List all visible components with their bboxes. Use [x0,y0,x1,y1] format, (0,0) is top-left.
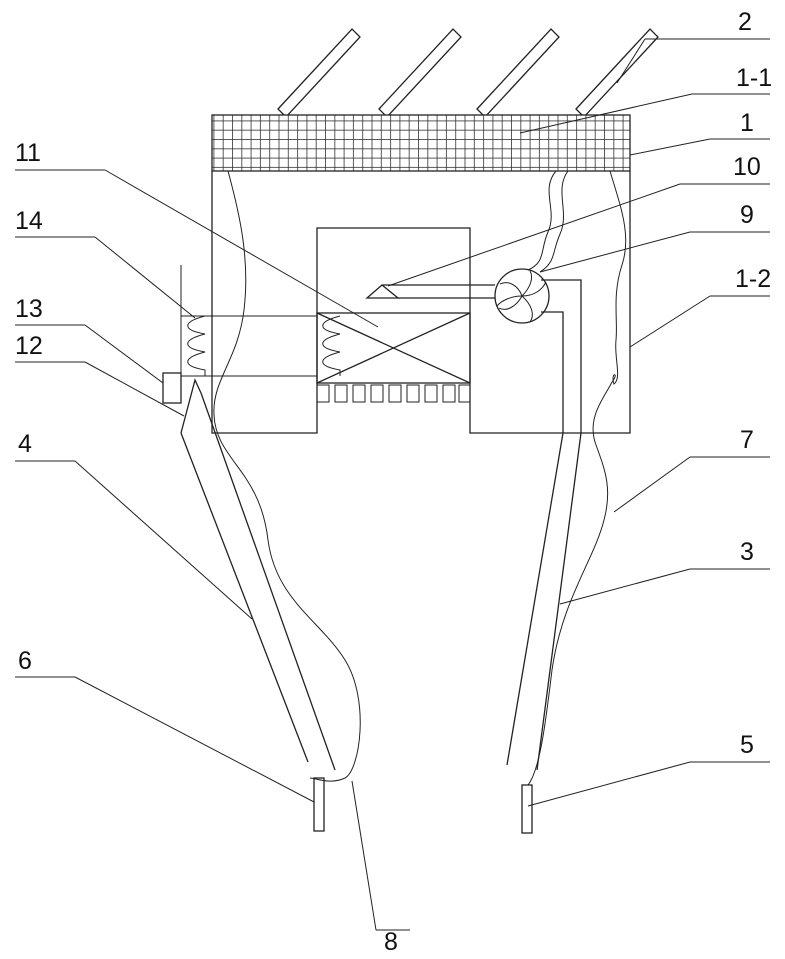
label-3: 3 [740,538,754,566]
solar-panel [379,29,461,117]
fan-return-pipe [541,312,563,433]
tube-row [317,385,470,402]
inflatable-membrane-left [214,171,360,781]
label-9: 9 [740,201,754,229]
label-10: 10 [733,153,761,181]
label-5: 5 [740,731,754,759]
label-1-1: 1-1 [736,64,772,92]
label-7: 7 [740,426,754,454]
left-leg [181,380,335,770]
label-13: 13 [15,295,43,323]
solar-panel [477,29,559,117]
label-1-2: 1-2 [735,265,771,293]
label-11: 11 [15,139,41,167]
fan-outlet-pipe [541,280,581,433]
label-8: 8 [384,928,398,956]
control-box [163,373,181,403]
heat-exchanger [317,313,470,402]
solar-panel [576,29,658,117]
inflatable-membrane-right [528,171,626,785]
ground-stake-right [522,785,532,833]
wavy-tube-left [528,171,556,270]
solar-panels [278,29,658,117]
outlet-nozzle [367,285,495,298]
ground-stake-left [314,778,324,831]
spring-coil-left [188,316,205,376]
label-12: 12 [15,332,43,360]
pressure-chamber [181,265,340,398]
label-1: 1 [740,109,754,137]
label-6: 6 [18,647,32,675]
main-frame [212,171,630,433]
leader-lines [15,39,770,930]
spring-coil-right [323,316,340,376]
solar-panel [278,29,360,117]
label-14: 14 [15,207,43,235]
wavy-tube-right [540,171,568,272]
label-4: 4 [18,430,32,458]
blower-fan [495,269,549,323]
roof-grid [212,115,630,171]
label-2: 2 [738,8,752,36]
